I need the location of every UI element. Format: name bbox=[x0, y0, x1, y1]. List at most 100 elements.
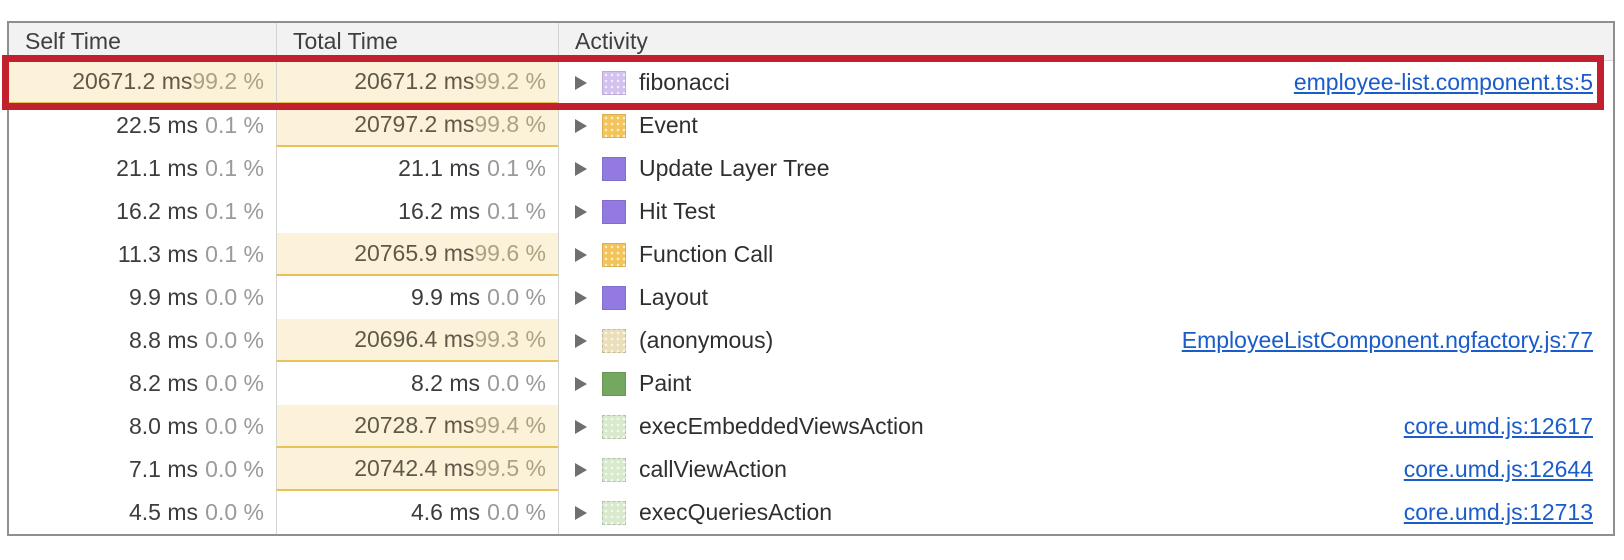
total-time-percent: 99.2 % bbox=[474, 68, 546, 94]
total-time-value: 20797.2 ms bbox=[354, 111, 475, 137]
column-header-self-time[interactable]: Self Time bbox=[25, 28, 121, 54]
total-time-value: 20696.4 ms bbox=[354, 326, 475, 352]
total-time-value: 20765.9 ms bbox=[354, 240, 475, 266]
activity-label: Layout bbox=[639, 284, 709, 310]
activity-label: fibonacci bbox=[639, 69, 730, 95]
self-time-value: 7.1 ms bbox=[128, 456, 198, 482]
category-color-swatch bbox=[602, 156, 626, 181]
expand-arrow-icon[interactable] bbox=[575, 376, 587, 391]
self-time-percent: 0.1 % bbox=[205, 155, 264, 181]
self-time-percent: 0.0 % bbox=[205, 499, 264, 525]
total-time-value: 16.2 ms bbox=[398, 198, 480, 224]
column-header-activity[interactable]: Activity bbox=[558, 23, 1613, 60]
category-color-swatch bbox=[602, 199, 626, 224]
activity-cell: Event bbox=[558, 104, 1613, 147]
self-time-percent: 0.0 % bbox=[205, 456, 264, 482]
self-time-value: 16.2 ms bbox=[116, 198, 198, 224]
expand-arrow-icon[interactable] bbox=[575, 75, 587, 90]
expand-arrow-icon[interactable] bbox=[575, 290, 587, 305]
total-time-percent: 99.4 % bbox=[474, 412, 546, 438]
activity-label: Function Call bbox=[639, 241, 774, 267]
self-time-cell: 7.1 ms 0.0 % bbox=[9, 448, 276, 491]
expand-arrow-icon[interactable] bbox=[575, 333, 587, 348]
expand-arrow-icon[interactable] bbox=[575, 247, 587, 262]
category-color-swatch bbox=[602, 371, 626, 396]
expand-arrow-icon[interactable] bbox=[575, 161, 587, 176]
self-time-percent: 0.1 % bbox=[205, 198, 264, 224]
self-time-percent: 0.0 % bbox=[205, 284, 264, 310]
activity-label: Paint bbox=[639, 370, 692, 396]
total-time-value: 20671.2 ms bbox=[354, 68, 475, 94]
activity-cell: Hit Test bbox=[558, 190, 1613, 233]
self-time-value: 22.5 ms bbox=[116, 112, 198, 138]
column-header-total-time[interactable]: Total Time bbox=[276, 23, 558, 60]
self-time-value: 11.3 ms bbox=[117, 241, 198, 267]
source-location-link[interactable]: core.umd.js:12644 bbox=[1403, 456, 1593, 482]
table-row[interactable]: 21.1 ms 0.1 % 21.1 ms 0.1 % Update Layer T… bbox=[9, 147, 1613, 190]
expand-arrow-icon[interactable] bbox=[575, 462, 587, 477]
category-color-swatch bbox=[602, 70, 626, 95]
activity-cell: fibonacci employee-list.component.ts:5 bbox=[558, 61, 1613, 104]
activity-cell: Paint bbox=[558, 362, 1613, 405]
self-time-cell: 21.1 ms 0.1 % bbox=[9, 147, 276, 190]
source-location-link[interactable]: EmployeeListComponent.ngfactory.js:77 bbox=[1181, 327, 1593, 353]
activity-cell: Update Layer Tree bbox=[558, 147, 1613, 190]
activity-label: execEmbeddedViewsAction bbox=[639, 413, 924, 439]
self-time-value: 8.2 ms bbox=[128, 370, 198, 396]
source-location-link[interactable]: core.umd.js:12617 bbox=[1403, 413, 1593, 439]
total-time-percent: 99.5 % bbox=[474, 455, 546, 481]
total-time-value: 21.1 ms bbox=[398, 155, 480, 181]
activity-label: callViewAction bbox=[639, 456, 787, 482]
self-time-cell: 22.5 ms 0.1 % bbox=[9, 104, 276, 147]
activity-cell: Function Call bbox=[558, 233, 1613, 276]
activity-cell: execQueriesAction core.umd.js:12713 bbox=[558, 491, 1613, 534]
total-time-percent: 0.0 % bbox=[487, 370, 546, 396]
total-time-value: 20742.4 ms bbox=[354, 455, 475, 481]
self-time-value: 8.0 ms bbox=[128, 413, 198, 439]
self-time-value: 21.1 ms bbox=[116, 155, 198, 181]
total-time-percent: 99.3 % bbox=[474, 326, 546, 352]
self-time-percent: 0.0 % bbox=[205, 413, 264, 439]
source-location-link[interactable]: core.umd.js:12713 bbox=[1403, 499, 1593, 525]
source-location-link[interactable]: employee-list.component.ts:5 bbox=[1293, 69, 1593, 95]
self-time-cell: 8.8 ms 0.0 % bbox=[9, 319, 276, 362]
activity-label: Update Layer Tree bbox=[639, 155, 830, 181]
self-time-percent: 0.1 % bbox=[205, 241, 264, 267]
self-time-value: 8.8 ms bbox=[128, 327, 198, 353]
activity-cell: execEmbeddedViewsAction core.umd.js:1261… bbox=[558, 405, 1613, 448]
expand-arrow-icon[interactable] bbox=[575, 419, 587, 434]
expand-arrow-icon[interactable] bbox=[575, 118, 587, 133]
total-time-value: 9.9 ms bbox=[410, 284, 480, 310]
category-color-swatch bbox=[602, 500, 626, 525]
activity-cell: callViewAction core.umd.js:12644 bbox=[558, 448, 1613, 491]
expand-arrow-icon[interactable] bbox=[575, 204, 587, 219]
activity-label: execQueriesAction bbox=[639, 499, 833, 525]
category-color-swatch bbox=[602, 414, 626, 439]
self-time-cell: 11.3 ms 0.1 % bbox=[9, 233, 276, 276]
self-time-percent: 0.1 % bbox=[205, 112, 264, 138]
self-time-percent: 0.0 % bbox=[205, 327, 264, 353]
table-header: Self Time Total Time Activity bbox=[9, 23, 1613, 61]
expand-arrow-icon[interactable] bbox=[575, 505, 587, 520]
